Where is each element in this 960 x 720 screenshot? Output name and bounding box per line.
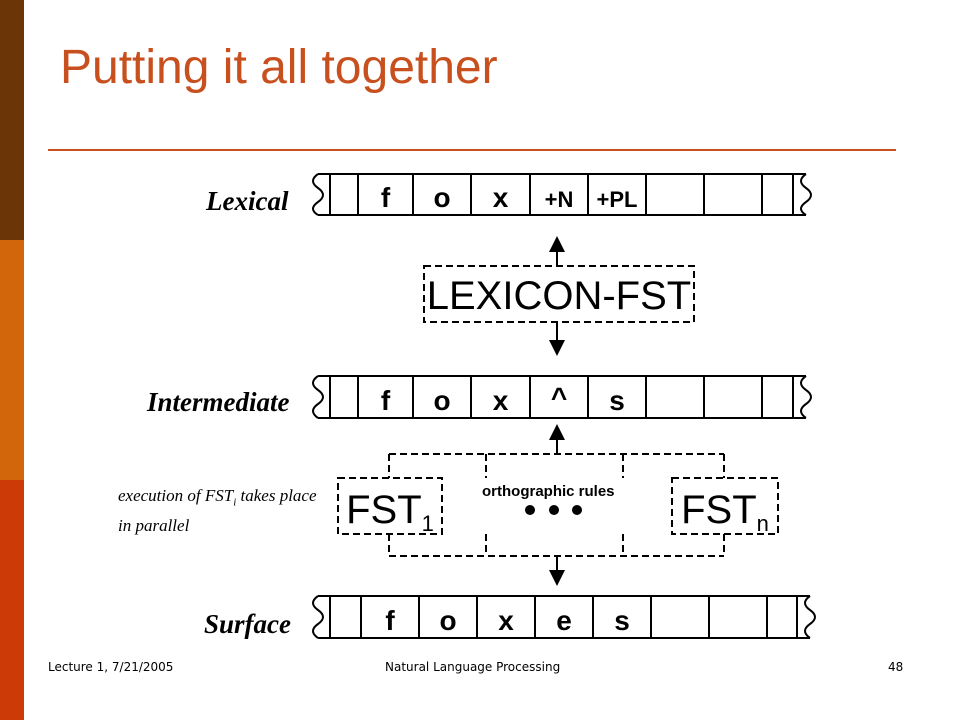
sidebar-bar-brown [0, 0, 24, 240]
intermediate-cell-3: x [492, 385, 509, 416]
intermediate-label: Intermediate [147, 387, 290, 417]
fst-first-label: FST1 [338, 490, 442, 535]
title-underline [48, 149, 896, 151]
surface-cell-2: o [439, 605, 457, 636]
surface-cell-3: x [498, 605, 514, 636]
intermediate-cell-5: s [609, 385, 625, 416]
lexical-cell-3: x [492, 182, 509, 213]
fst-last-subscript: n [756, 511, 769, 536]
lexical-cell-1: f [380, 182, 391, 213]
footer-center: Natural Language Processing [385, 660, 561, 674]
surface-label: Surface [204, 609, 291, 639]
lexicon-fst-label: LEXICON-FST [426, 274, 692, 318]
lexical-cell-4: +N [544, 187, 574, 212]
lexical-tape [312, 173, 812, 216]
surface-tape [312, 595, 816, 639]
intermediate-cell-2: o [433, 385, 451, 416]
ellipsis-dots [525, 505, 582, 515]
fst-last-name: FST [681, 488, 757, 532]
lexical-cell-5: +PL [596, 187, 638, 212]
surface-cell-4: e [556, 605, 572, 636]
lexicon-fst-box [423, 265, 695, 323]
fst-last-label: FSTn [672, 490, 778, 535]
slide-title: Putting it all together [60, 41, 498, 94]
surface-cell-5: s [614, 605, 630, 636]
parallel-note: execution of FSTi takes place in paralle… [118, 484, 318, 538]
fst-first-name: FST [346, 488, 422, 532]
surface-cell-1: f [385, 605, 395, 636]
note-text-after: takes place in parallel [118, 486, 317, 536]
intermediate-tape [312, 375, 812, 419]
footer-left: Lecture 1, 7/21/2005 [48, 660, 174, 674]
sidebar-bar-orange [0, 240, 24, 480]
footer-page-number: 48 [888, 660, 904, 674]
slide-sidebar [0, 0, 24, 720]
orthographic-rules-label: orthographic rules [482, 483, 615, 500]
note-text-before: execution of FST [118, 486, 234, 505]
sidebar-bar-red [0, 480, 24, 720]
lexical-label: Lexical [206, 186, 289, 216]
fst-first-subscript: 1 [421, 511, 434, 536]
intermediate-cell-1: f [380, 385, 391, 416]
note-subscript: i [233, 496, 237, 509]
intermediate-cell-4: ^ [550, 382, 568, 413]
lexical-cell-2: o [433, 182, 451, 213]
